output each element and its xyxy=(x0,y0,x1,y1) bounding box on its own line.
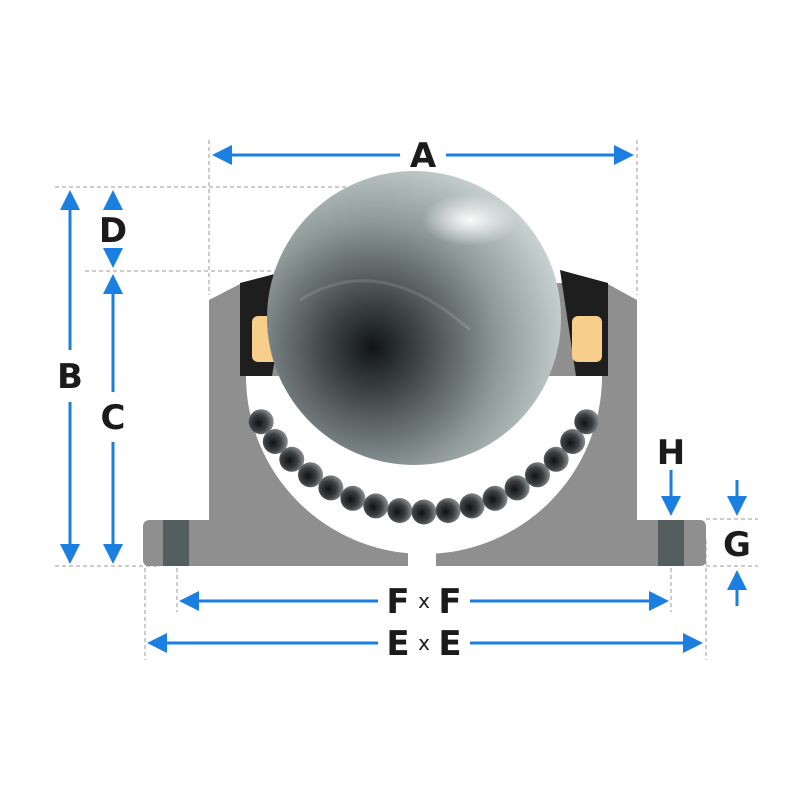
dimension-a-arrow xyxy=(212,145,634,165)
label-e-times: x xyxy=(418,631,430,655)
label-d: D xyxy=(99,211,127,251)
label-e-left: E xyxy=(386,624,409,664)
support-ball xyxy=(262,429,288,454)
support-ball xyxy=(504,475,530,501)
support-balls xyxy=(248,409,600,525)
support-ball xyxy=(340,485,366,511)
main-ball xyxy=(267,171,561,465)
dimension-b-arrow xyxy=(60,190,80,564)
support-ball xyxy=(411,499,437,525)
label-f-right: F xyxy=(438,582,461,622)
label-h: H xyxy=(657,433,685,473)
label-b: B xyxy=(57,357,83,397)
support-ball xyxy=(387,498,413,523)
dimension-d-arrow xyxy=(103,190,123,268)
dimension-c-arrow xyxy=(103,274,123,564)
main-ball-highlight xyxy=(422,194,518,246)
mounting-bolt-left xyxy=(163,520,189,566)
support-ball xyxy=(298,462,323,488)
mounting-bolt-right xyxy=(658,520,684,566)
support-ball xyxy=(560,429,586,454)
support-ball xyxy=(543,446,569,472)
support-ball xyxy=(279,446,305,472)
dimension-labels: A B C D H G F x F E x E xyxy=(57,136,751,664)
dimension-h-arrow xyxy=(661,470,681,516)
label-f-left: F xyxy=(386,582,409,622)
support-ball xyxy=(435,498,461,523)
dimension-e-arrow xyxy=(147,633,703,653)
label-a: A xyxy=(410,136,437,176)
dimension-arrows xyxy=(60,145,747,653)
label-c: C xyxy=(101,398,126,438)
support-ball xyxy=(459,493,485,519)
support-ball xyxy=(318,475,344,501)
label-f-times: x xyxy=(418,589,430,613)
main-ball-sphere xyxy=(267,171,561,465)
label-e-right: E xyxy=(438,624,461,664)
support-ball xyxy=(574,409,600,435)
label-g: G xyxy=(723,525,751,565)
support-ball xyxy=(525,462,550,488)
support-ball xyxy=(248,409,274,435)
dimension-g-arrow xyxy=(727,480,747,606)
felt-right xyxy=(572,316,602,362)
support-ball xyxy=(363,493,389,519)
extension-lines xyxy=(55,140,758,660)
main-ball-reflection xyxy=(299,279,471,332)
support-ball xyxy=(482,485,508,511)
dimension-f-arrow xyxy=(179,591,669,611)
